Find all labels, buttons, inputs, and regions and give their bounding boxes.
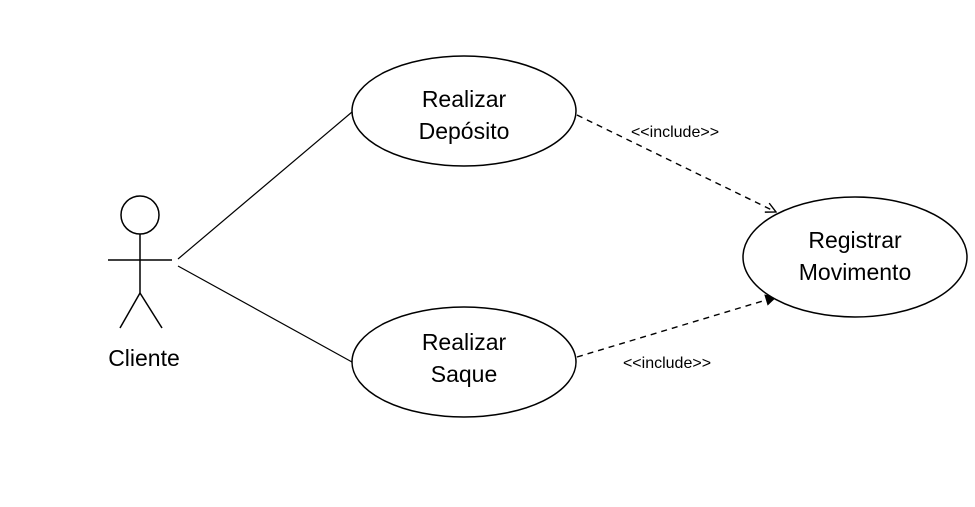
use-case-label-line2: Saque	[431, 361, 498, 387]
include-label-top: <<include>>	[631, 124, 719, 141]
association-saque	[177, 265, 353, 363]
actor-label: Cliente	[108, 345, 180, 371]
include-deposito-registrar	[576, 114, 776, 212]
use-case-ellipse	[351, 306, 577, 418]
use-case-label-line1: Realizar	[422, 329, 507, 355]
use-case-realizar-saque: Realizar Saque	[351, 306, 577, 418]
include-saque-registrar	[576, 297, 776, 358]
use-case-registrar-movimento: Registrar Movimento	[742, 196, 968, 318]
use-case-ellipse	[742, 196, 968, 318]
association-deposito	[177, 111, 353, 260]
actor-right-leg	[139, 292, 163, 329]
use-case-label-line2: Movimento	[799, 259, 911, 285]
actor-head	[120, 195, 160, 235]
use-case-ellipse	[351, 55, 577, 167]
use-case-label-line1: Registrar	[808, 227, 902, 253]
actor-left-leg	[119, 292, 141, 329]
actor-cliente: Cliente	[108, 195, 180, 371]
use-case-realizar-deposito: Realizar Depósito	[351, 55, 577, 167]
include-label-bottom: <<include>>	[623, 355, 711, 372]
use-case-label-line2: Depósito	[419, 118, 510, 144]
use-case-label-line1: Realizar	[422, 86, 507, 112]
